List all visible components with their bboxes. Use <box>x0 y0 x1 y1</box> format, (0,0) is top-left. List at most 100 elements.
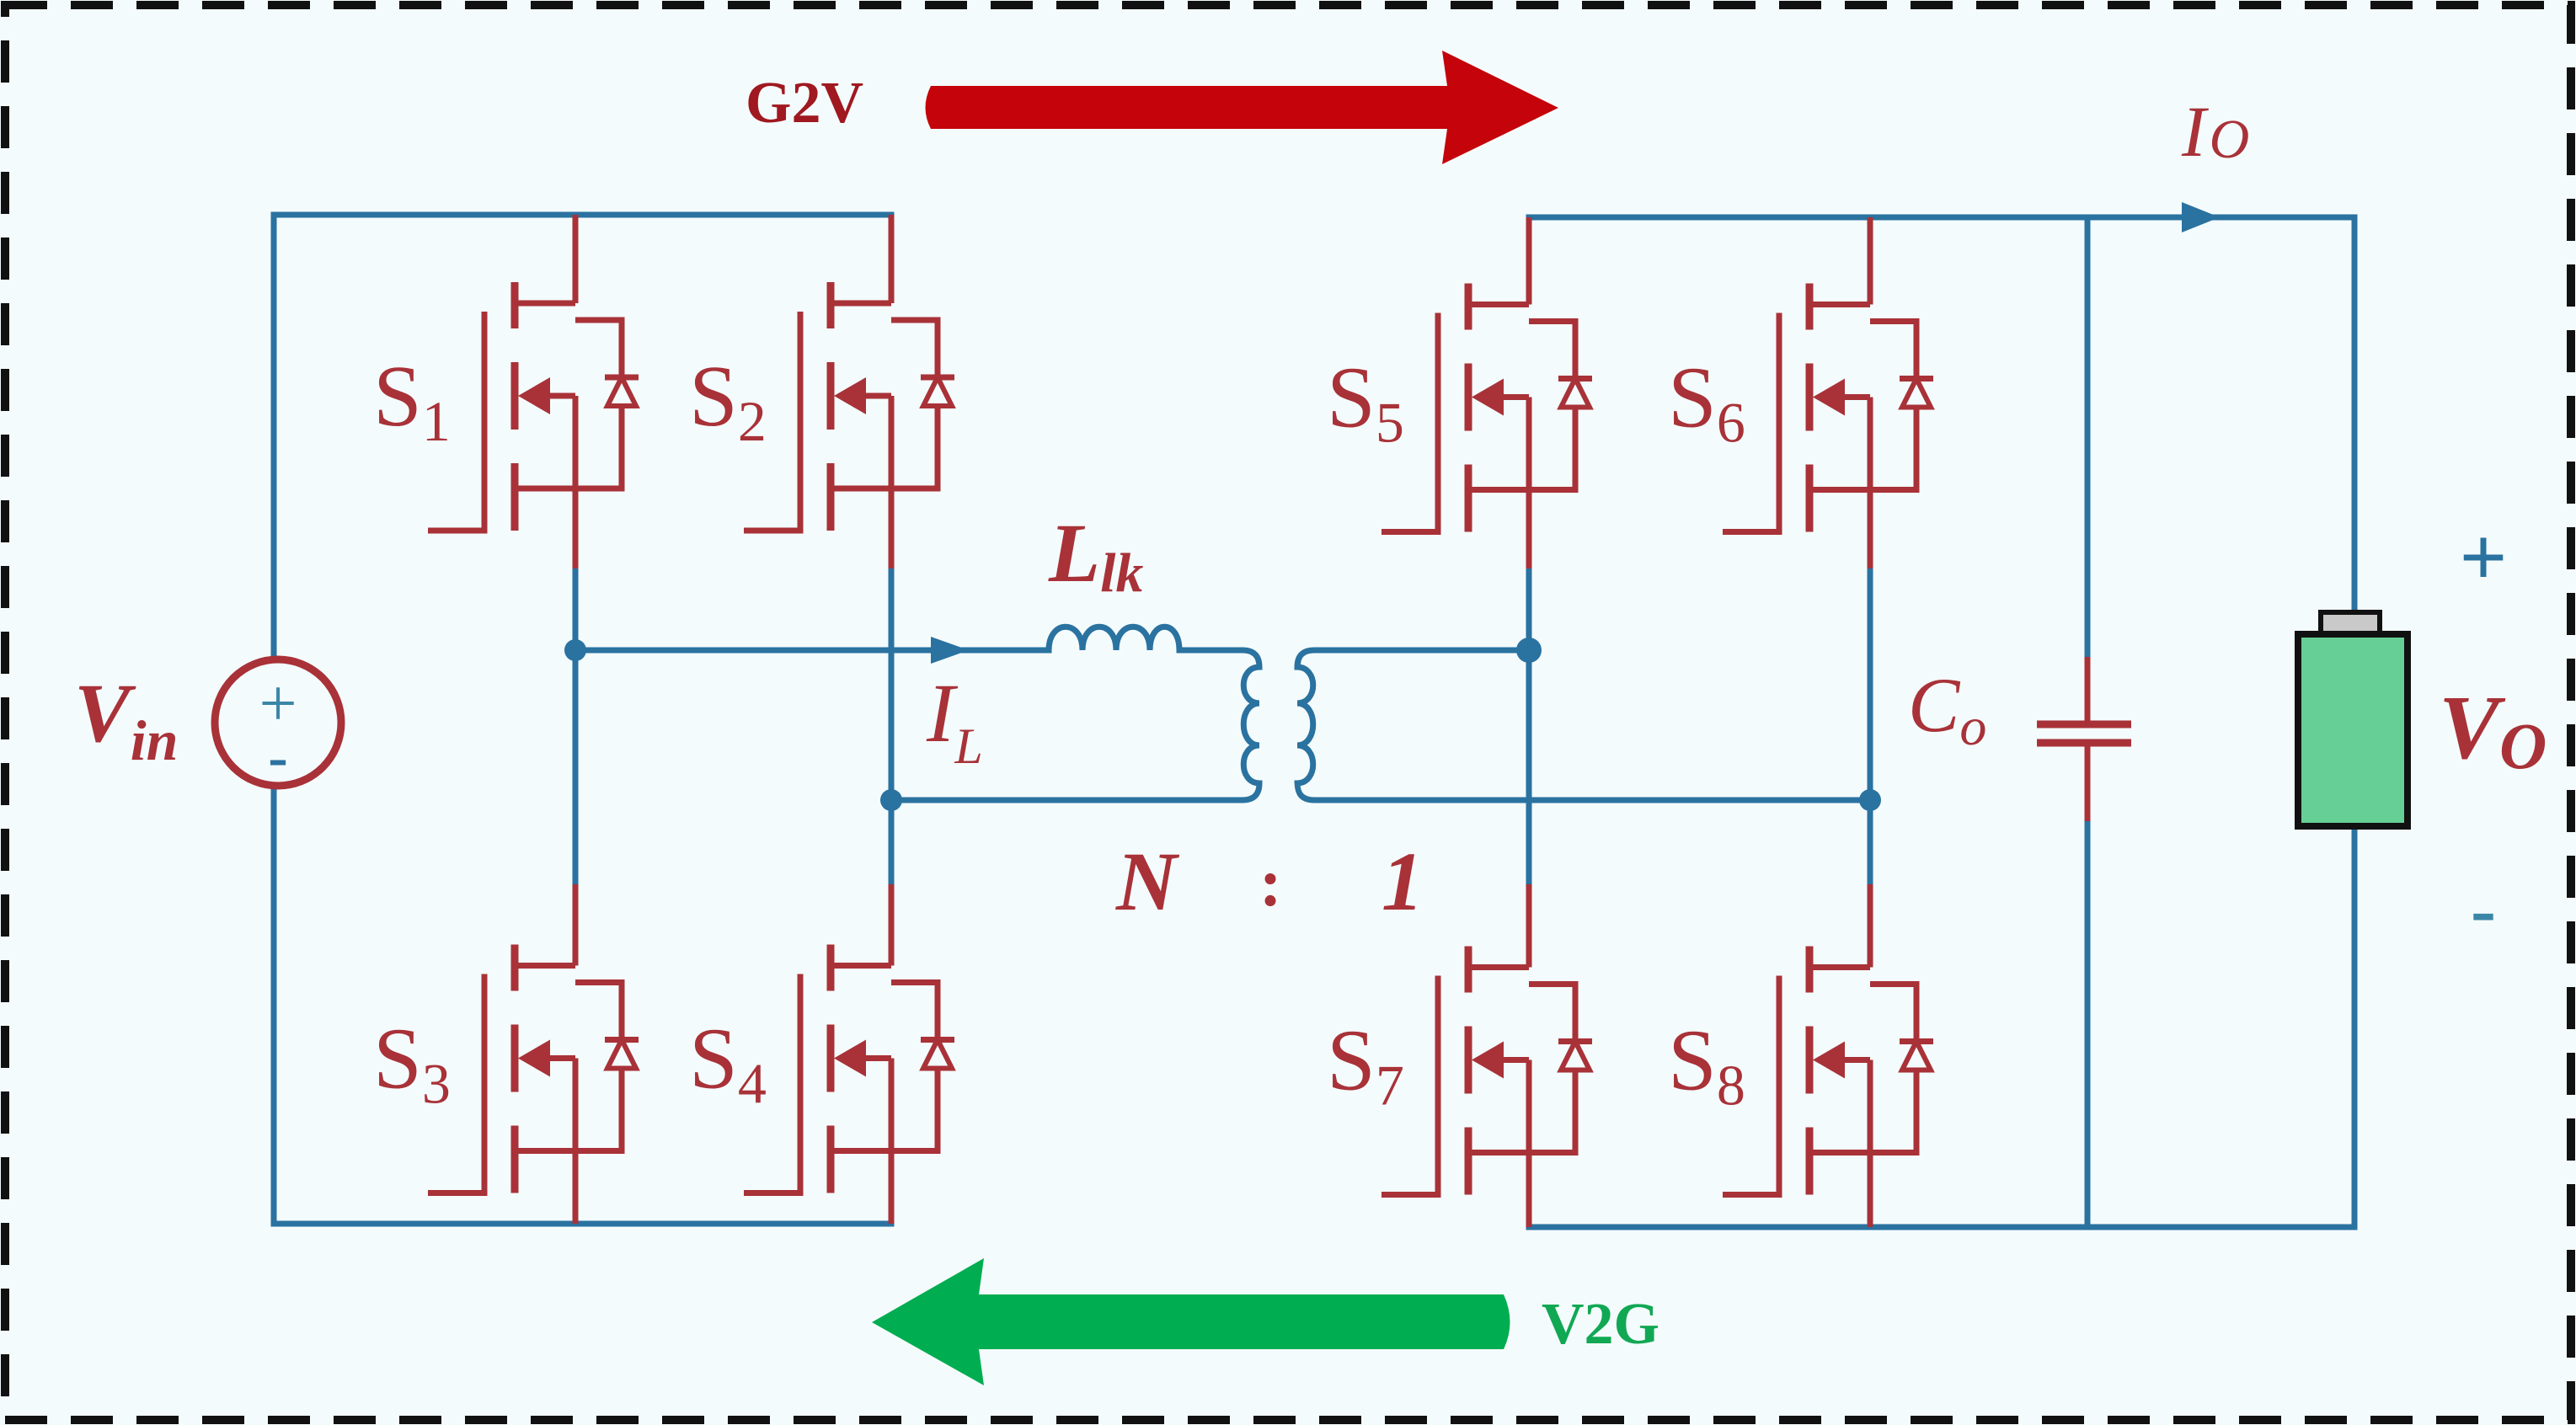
body-diode-icon <box>1898 372 1935 410</box>
output-capacitor <box>2037 657 2131 821</box>
junction-node-d <box>1859 789 1881 811</box>
switch-label: S6 <box>1668 350 1745 455</box>
switch-s6: S6 <box>1668 217 1935 568</box>
body-diode-icon <box>603 371 640 408</box>
vin-plus-sign: + <box>259 667 297 741</box>
left-bottom-rail <box>270 784 895 1227</box>
switch-wire <box>1723 975 1782 1198</box>
il-direction-arrow-icon <box>931 637 969 664</box>
switch-wire <box>744 312 804 534</box>
turns-ratio-n: N <box>1115 835 1180 928</box>
secondary-bottom-wire <box>1294 780 1873 803</box>
body-diode-icon <box>1898 1035 1935 1073</box>
switch-label: S4 <box>689 1011 767 1116</box>
switch-label-main: S <box>1668 350 1717 446</box>
switch-label-main: S <box>1668 1012 1717 1109</box>
switch-label-sub: 2 <box>738 389 767 453</box>
llk-label: Llk <box>1048 506 1143 604</box>
il-label-main: I <box>926 666 959 760</box>
body-diode-icon <box>1557 1035 1594 1073</box>
wiring <box>270 211 2358 1230</box>
turns-ratio-one: 1 <box>1382 835 1424 928</box>
channel-arrow-icon <box>1813 1041 1845 1079</box>
v2g-arrow: V2G <box>872 1258 1659 1385</box>
switch-wire <box>428 974 488 1196</box>
switch-wire <box>744 974 804 1196</box>
body-diode-icon <box>919 1033 956 1071</box>
transformer-secondary-winding <box>1296 664 1317 787</box>
il-label-sub: L <box>954 718 982 774</box>
switch-s4: S4 <box>689 884 956 1224</box>
battery-icon <box>2295 610 2411 830</box>
vin-label: Vin <box>74 666 178 772</box>
channel-arrow-icon <box>834 1039 866 1077</box>
switch-label: S8 <box>1668 1012 1745 1118</box>
switch-label-main: S <box>373 348 422 445</box>
g2v-arrow: G2V <box>746 51 1558 164</box>
switch-label: S7 <box>1327 1012 1404 1118</box>
v2g-label: V2G <box>1542 1292 1659 1357</box>
g2v-label: G2V <box>746 71 863 136</box>
right-bottom-rail <box>1526 826 2358 1230</box>
io-label-main: I <box>2181 91 2209 172</box>
channel-arrow-icon <box>1472 378 1504 416</box>
switch-label-main: S <box>373 1011 422 1107</box>
switch-label-main: S <box>1327 1012 1376 1109</box>
vin-minus-sign: - <box>268 725 287 790</box>
vin-label-sub: in <box>131 708 179 772</box>
switch-wire <box>428 312 488 534</box>
turns-ratio-separator: : <box>1259 846 1282 921</box>
switch-wire <box>1382 975 1441 1198</box>
body-diode-icon <box>603 1033 640 1071</box>
switch-label-sub: 5 <box>1376 391 1404 455</box>
switch-s1: S1 <box>373 215 640 568</box>
co-label-main: C <box>1908 662 1961 748</box>
junction-node-c <box>1516 638 1542 663</box>
switch-s2: S2 <box>689 215 956 568</box>
switch-label-sub: 1 <box>422 389 451 453</box>
channel-arrow-icon <box>518 1039 550 1077</box>
switch-label-sub: 4 <box>738 1052 767 1116</box>
switch-label-main: S <box>689 348 738 445</box>
switch-label: S3 <box>373 1011 451 1116</box>
vin-label-main: V <box>74 666 136 760</box>
switch-label-sub: 3 <box>422 1052 451 1116</box>
switch-label: S1 <box>373 348 451 453</box>
channel-arrow-icon <box>834 377 866 414</box>
switch-wire <box>1723 312 1782 535</box>
vo-label: VO <box>2439 678 2547 782</box>
junction-node-b <box>880 789 902 811</box>
llk-label-sub: lk <box>1100 542 1143 604</box>
battery-body <box>2295 631 2411 830</box>
primary-bottom-wire <box>888 780 1263 803</box>
vo-label-main: V <box>2439 678 2506 778</box>
right-top-rail <box>1526 214 2358 622</box>
switch-s8: S8 <box>1668 884 1935 1227</box>
switch-s7: S7 <box>1327 884 1594 1227</box>
channel-arrow-icon <box>518 377 550 414</box>
battery-minus-sign: - <box>2471 868 2496 952</box>
co-label-sub: o <box>1959 696 1986 756</box>
left-top-rail <box>270 211 895 660</box>
co-label: Co <box>1908 662 1986 756</box>
llk-label-main: L <box>1048 506 1100 600</box>
switch-label-sub: 6 <box>1717 391 1745 455</box>
battery-plus-sign: + <box>2460 510 2508 604</box>
primary-after-inductor <box>1176 647 1263 670</box>
junction-node-a <box>564 639 586 661</box>
switch-wire <box>1382 312 1441 535</box>
switch-label-sub: 7 <box>1376 1054 1404 1118</box>
vo-label-sub: O <box>2499 709 2547 782</box>
inductor-coil <box>1045 623 1183 651</box>
channel-arrow-icon <box>1472 1041 1504 1079</box>
junction-dots <box>564 638 1881 811</box>
vin-circle <box>211 655 345 790</box>
battery-terminal <box>2318 610 2382 637</box>
vin-source: + - Vin <box>74 655 345 790</box>
channel-arrow-icon <box>1813 378 1845 416</box>
g2v-arrow-shape <box>925 51 1558 164</box>
io-label-sub: O <box>2210 109 2250 170</box>
